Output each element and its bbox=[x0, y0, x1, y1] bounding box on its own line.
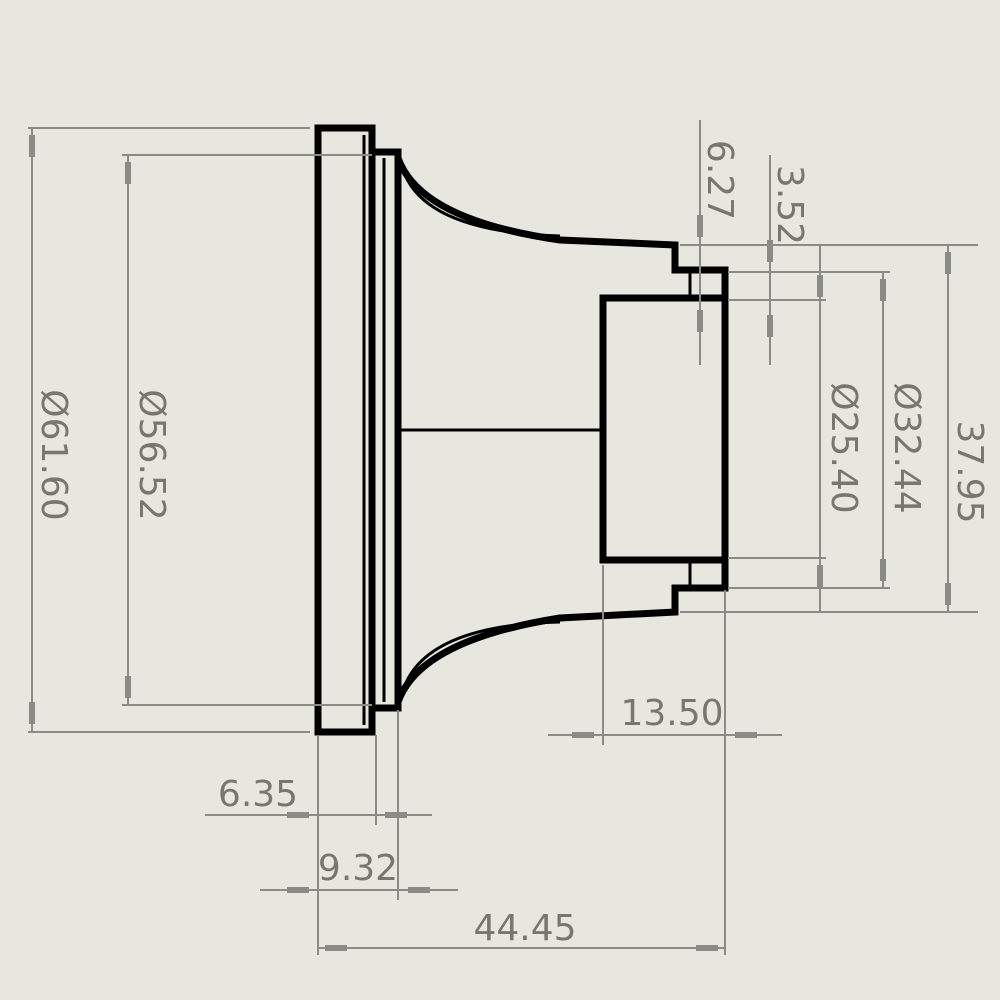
dim-3-52: 3.52 bbox=[769, 165, 810, 245]
dim-37-95: 37.95 bbox=[949, 420, 990, 523]
dimension-lines bbox=[28, 120, 978, 955]
dim-25-40: Ø25.40 bbox=[823, 382, 864, 513]
dim-9-32: 9.32 bbox=[318, 848, 398, 889]
dim-44-45: 44.45 bbox=[473, 908, 576, 949]
dimension-labels: Ø61.60 Ø56.52 Ø25.40 Ø32.44 37.95 6.27 3… bbox=[33, 140, 990, 949]
inner-cylinder bbox=[599, 294, 729, 564]
dim-56-52: Ø56.52 bbox=[131, 389, 172, 520]
dim-32-44: Ø32.44 bbox=[886, 382, 927, 513]
dim-6-35: 6.35 bbox=[218, 774, 298, 815]
dim-6-27: 6.27 bbox=[699, 140, 740, 220]
part-outline bbox=[314, 124, 729, 736]
dim-61-60: Ø61.60 bbox=[33, 389, 74, 520]
dim-13-50: 13.50 bbox=[620, 693, 723, 734]
